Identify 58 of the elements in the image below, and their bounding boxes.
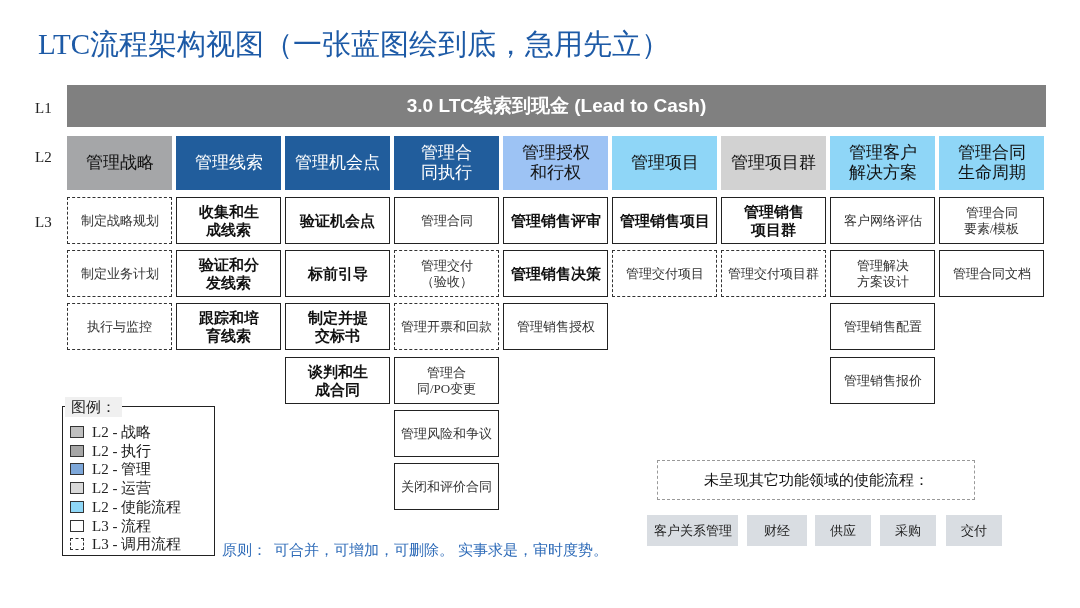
category-header: 管理机会点 (285, 136, 390, 190)
process-band: 3.0 LTC线索到现金 (Lead to Cash) (67, 85, 1046, 127)
category-header: 管理项目 (612, 136, 717, 190)
legend-title: 图例： (65, 397, 122, 417)
level-label: L3 (35, 213, 52, 231)
category-header: 管理授权和行权 (503, 136, 608, 190)
called-process-box: 管理交付（验收） (394, 250, 499, 297)
process-box: 关闭和评价合同 (394, 463, 499, 510)
process-box: 管理风险和争议 (394, 410, 499, 457)
legend-label: L2 - 执行 (92, 441, 152, 460)
process-box: 验证和分发线索 (176, 250, 281, 297)
enabling-process-tile: 采购 (880, 515, 936, 546)
process-box: 管理销售项目群 (721, 197, 826, 244)
page-title: LTC流程架构视图（一张蓝图绘到底，急用先立） (38, 27, 671, 62)
enabling-process-tile: 交付 (946, 515, 1002, 546)
process-box: 跟踪和培育线索 (176, 303, 281, 350)
called-process-box: 制定战略规划 (67, 197, 172, 244)
note-box: 未呈现其它功能领域的使能流程： (657, 460, 975, 500)
legend-label: L2 - 战略 (92, 423, 152, 441)
category-header: 管理合同生命周期 (939, 136, 1044, 190)
process-box: 收集和生成线索 (176, 197, 281, 244)
legend-label: L3 - 调用流程 (92, 535, 182, 554)
process-box: 管理销售项目 (612, 197, 717, 244)
category-header: 管理线索 (176, 136, 281, 190)
note-text: 原则： 可合并，可增加，可删除。 实事求是，审时度势。 (222, 542, 608, 560)
process-box: 标前引导 (285, 250, 390, 297)
process-box: 管理销售评审 (503, 197, 608, 244)
process-box: 验证机会点 (285, 197, 390, 244)
process-box: 管理合同/PO变更 (394, 357, 499, 404)
called-process-box: 制定业务计划 (67, 250, 172, 297)
process-box: 谈判和生成合同 (285, 357, 390, 404)
process-box: 管理合同 (394, 197, 499, 244)
called-process-box: 管理交付项目 (612, 250, 717, 297)
category-header: 管理合同执行 (394, 136, 499, 190)
process-box: 管理销售授权 (503, 303, 608, 350)
process-box: 客户网络评估 (830, 197, 935, 244)
enabling-process-tile: 财经 (747, 515, 807, 546)
process-box: 管理销售决策 (503, 250, 608, 297)
process-box: 管理销售配置 (830, 303, 935, 350)
category-header: 管理战略 (67, 136, 172, 190)
process-box: 管理合同要素/模板 (939, 197, 1044, 244)
legend-label: L2 - 使能流程 (92, 497, 182, 516)
legend-label: L2 - 管理 (92, 460, 152, 479)
category-header: 管理项目群 (721, 136, 826, 190)
level-label: L1 (35, 99, 52, 117)
process-box: 管理销售报价 (830, 357, 935, 404)
legend-label: L3 - 流程 (92, 516, 152, 535)
called-process-box: 执行与监控 (67, 303, 172, 350)
legend-label: L2 - 运营 (92, 479, 152, 498)
called-process-box: 管理交付项目群 (721, 250, 826, 297)
called-process-box: 管理开票和回款 (394, 303, 499, 350)
enabling-process-tile: 供应 (815, 515, 871, 546)
category-header: 管理客户解决方案 (830, 136, 935, 190)
process-box: 管理解决方案设计 (830, 250, 935, 297)
process-box: 制定并提交标书 (285, 303, 390, 350)
enabling-process-tile: 客户关系管理 (647, 515, 738, 546)
process-box: 管理合同文档 (939, 250, 1044, 297)
level-label: L2 (35, 148, 52, 166)
